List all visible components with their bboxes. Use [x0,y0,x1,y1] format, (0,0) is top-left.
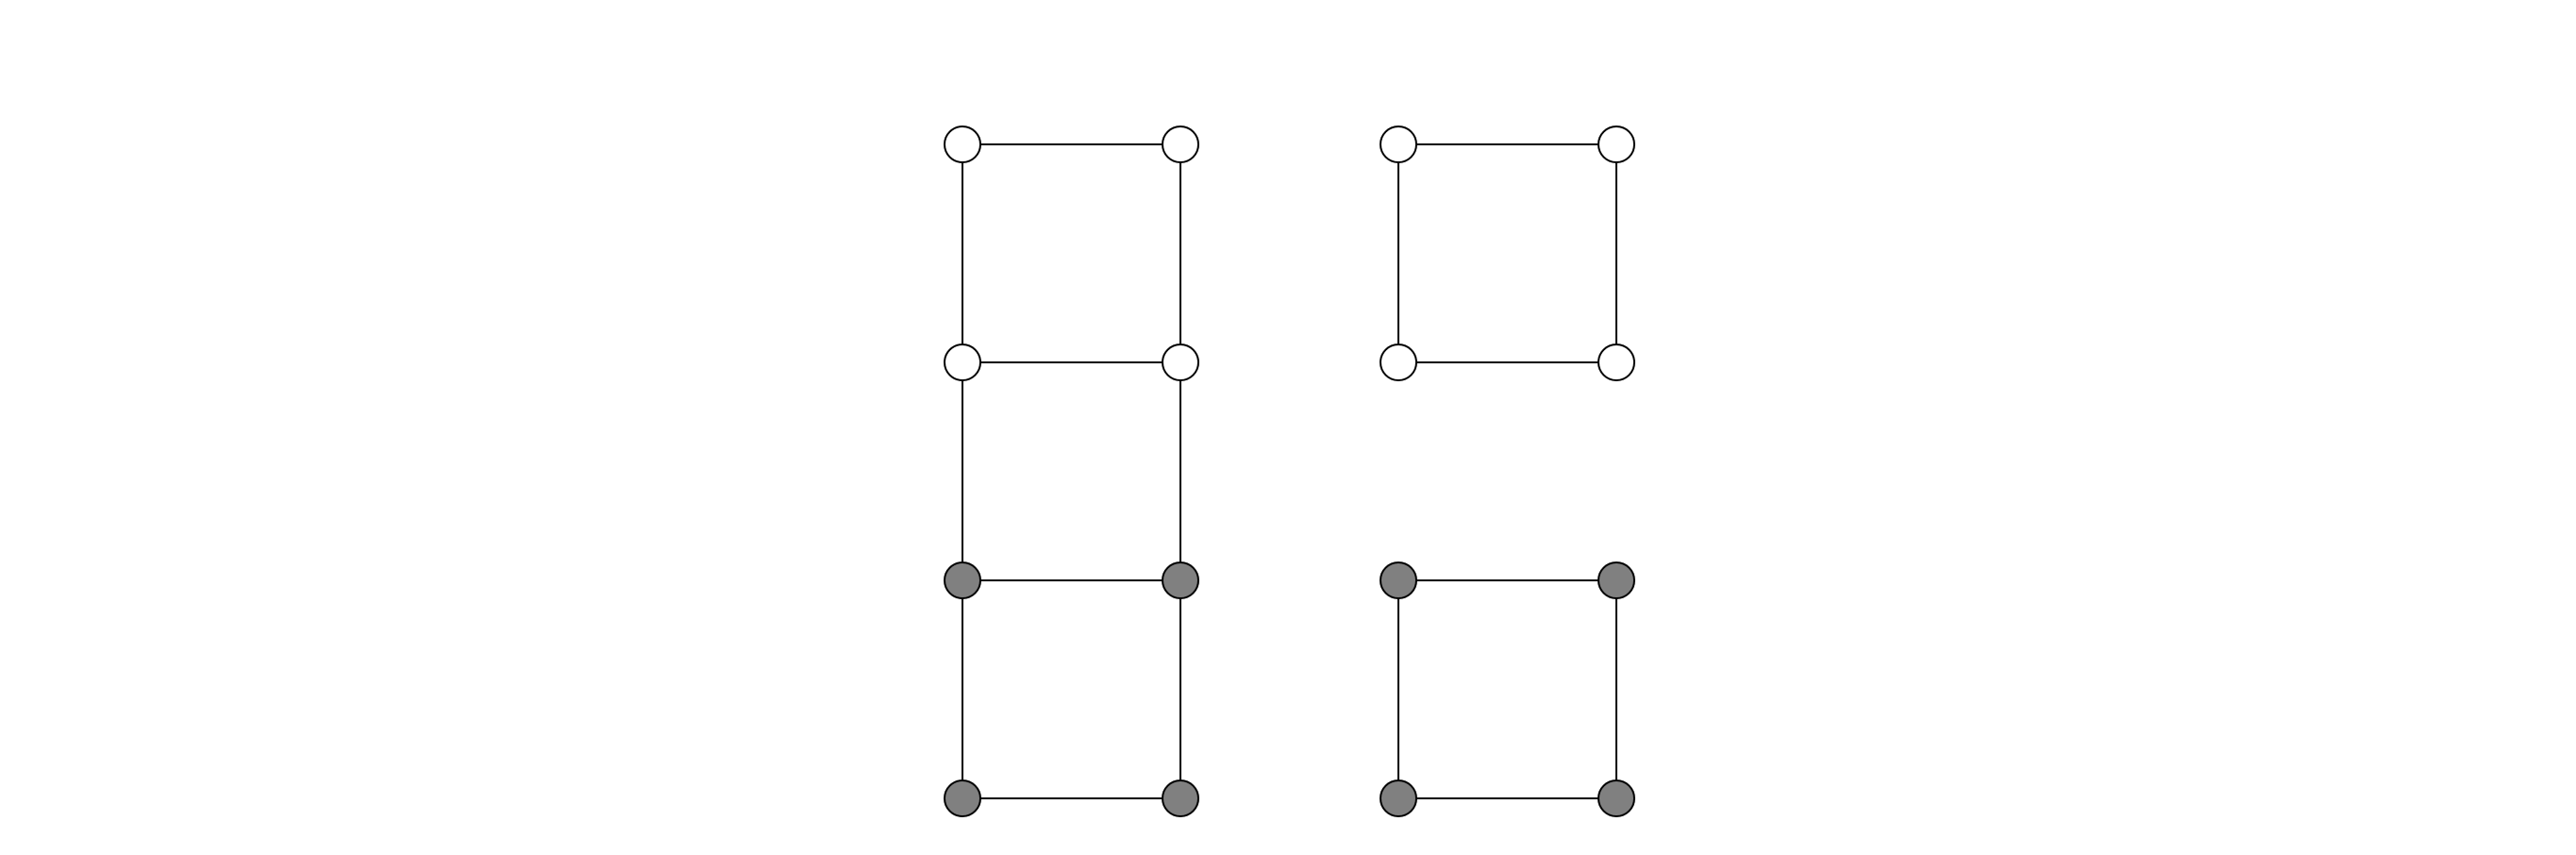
node-ladder-r0-left [944,126,981,163]
node-square-bottom-tl [1380,562,1417,599]
edges-layer [962,143,1617,799]
node-square-top-tl [1380,126,1417,163]
node-square-top-tr [1597,126,1635,163]
node-ladder-r0-right [1162,126,1199,163]
node-square-bottom-bl [1380,780,1417,817]
node-square-bottom-br [1597,780,1635,817]
node-ladder-r1-left [944,344,981,381]
node-square-top-bl [1380,344,1417,381]
node-ladder-r1-right [1162,344,1199,381]
node-ladder-r3-left [944,780,981,817]
node-ladder-r2-right [1162,562,1199,599]
node-ladder-r3-right [1162,780,1199,817]
nodes-layer [944,126,1635,817]
node-square-top-br [1597,344,1635,381]
node-ladder-r2-left [944,562,981,599]
node-square-bottom-tr [1597,562,1635,599]
